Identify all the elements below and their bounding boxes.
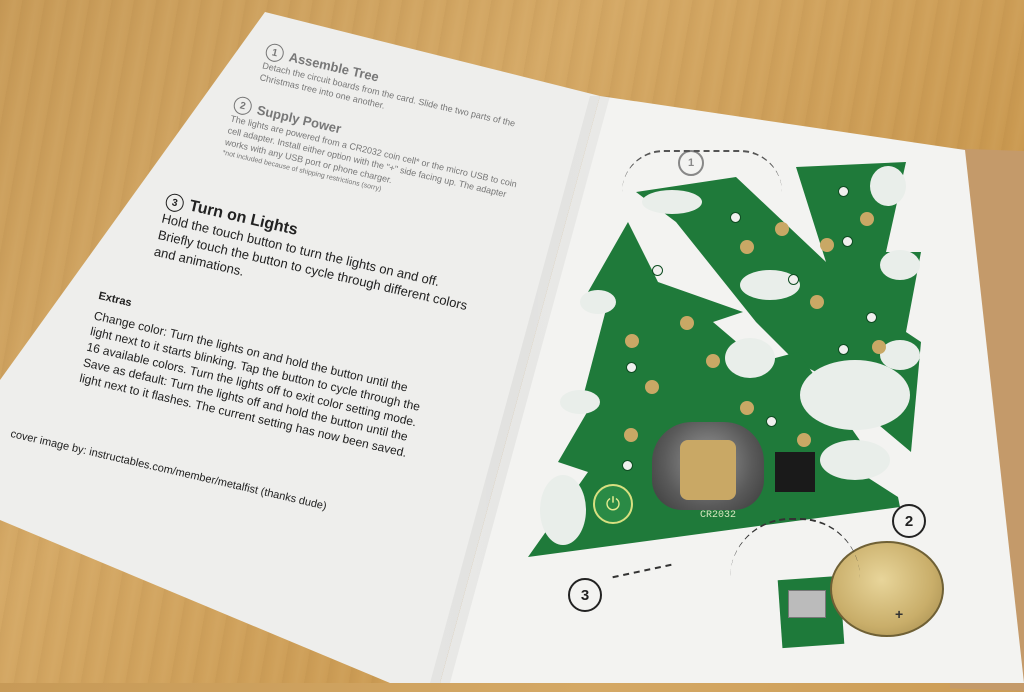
led-pad bbox=[624, 428, 638, 442]
battery-label: CR2032 bbox=[700, 510, 737, 521]
snow-decoration bbox=[642, 190, 702, 214]
led-pad bbox=[820, 238, 834, 252]
snow-decoration bbox=[870, 166, 906, 206]
mount-hole bbox=[842, 236, 853, 247]
battery-contact bbox=[680, 440, 736, 500]
mount-hole bbox=[766, 416, 777, 427]
snow-decoration bbox=[880, 250, 920, 280]
mount-hole bbox=[652, 265, 663, 276]
snow-decoration bbox=[880, 340, 920, 370]
mount-hole bbox=[730, 212, 741, 223]
led-pad bbox=[680, 316, 694, 330]
mount-hole bbox=[838, 186, 849, 197]
led-pad bbox=[810, 295, 824, 309]
power-icon: ⏻ bbox=[605, 493, 621, 514]
mount-hole bbox=[622, 460, 633, 471]
snow-decoration bbox=[560, 390, 600, 414]
mount-hole bbox=[866, 312, 877, 323]
led-pad bbox=[797, 433, 811, 447]
snow-decoration bbox=[800, 360, 910, 430]
led-pad bbox=[860, 212, 874, 226]
snow-decoration bbox=[725, 338, 775, 378]
led-pad bbox=[775, 222, 789, 236]
diagram-step-2: 2 bbox=[892, 504, 926, 538]
led-pad bbox=[740, 401, 754, 415]
snow-decoration bbox=[580, 290, 616, 314]
led-pad bbox=[625, 334, 639, 348]
micro-usb-port bbox=[788, 590, 826, 618]
mount-hole bbox=[626, 362, 637, 373]
arrow-step-2 bbox=[730, 518, 860, 580]
power-touch-button: ⏻ bbox=[593, 484, 633, 524]
snow-decoration bbox=[820, 440, 890, 480]
led-pad bbox=[872, 340, 886, 354]
coin-polarity-mark: + bbox=[895, 606, 904, 622]
led-pad bbox=[645, 380, 659, 394]
microcontroller-chip bbox=[775, 452, 815, 492]
mount-hole bbox=[788, 274, 799, 285]
mount-hole bbox=[838, 344, 849, 355]
diagram-step-3: 3 bbox=[568, 578, 602, 612]
led-pad bbox=[706, 354, 720, 368]
snow-decoration bbox=[540, 475, 586, 545]
led-pad bbox=[740, 240, 754, 254]
arrow-step-1 bbox=[622, 150, 782, 192]
